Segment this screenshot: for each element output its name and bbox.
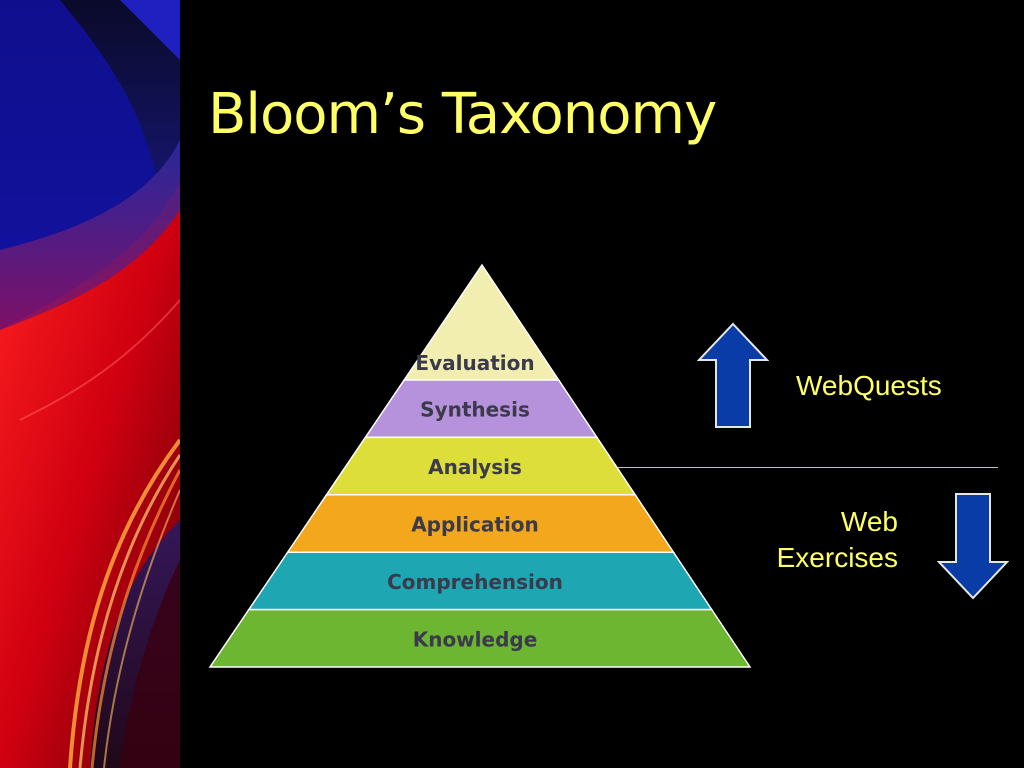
- pyramid-label-application: Application: [411, 513, 539, 537]
- web-exercises-line1: Web: [840, 506, 898, 537]
- arrow-up-icon: [697, 322, 769, 428]
- slide-title: Bloom’s Taxonomy: [208, 82, 717, 147]
- web-exercises-line2: Exercises: [776, 542, 898, 573]
- webquests-label: WebQuests: [796, 370, 942, 401]
- pyramid-level-knowledge: [208, 608, 752, 668]
- web-exercises-label: Web Exercises: [700, 504, 898, 576]
- pyramid-label-evaluation: Evaluation: [415, 351, 534, 375]
- pyramid-label-comprehension: Comprehension: [387, 570, 563, 594]
- arrow-down-icon: [937, 493, 1009, 600]
- decorative-swirl-background: [0, 0, 180, 768]
- pyramid-label-knowledge: Knowledge: [413, 627, 538, 651]
- pyramid-label-synthesis: Synthesis: [420, 398, 530, 422]
- divider-line: [618, 467, 998, 468]
- pyramid-label-analysis: Analysis: [428, 455, 522, 479]
- bloom-pyramid: EvaluationSynthesisAnalysisApplicationCo…: [208, 263, 752, 668]
